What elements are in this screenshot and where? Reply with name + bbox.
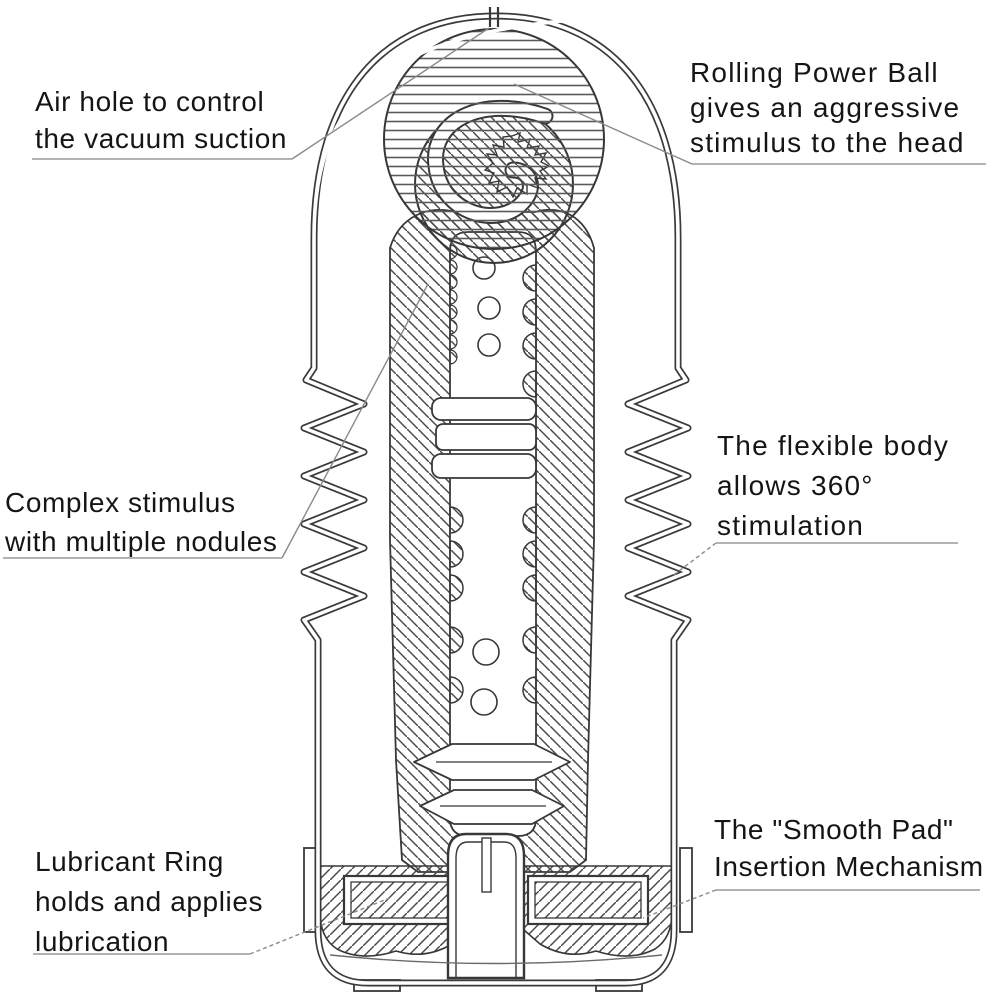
leader-flexible bbox=[670, 542, 717, 578]
leader-rolling-ball bbox=[513, 83, 693, 165]
callout-flexible-body: The flexible body allows 360° stimulatio… bbox=[717, 430, 950, 541]
channel-details bbox=[413, 244, 571, 825]
casing-core bbox=[302, 14, 690, 985]
callout-smooth-pad: The "Smooth Pad" Insertion Mechanism bbox=[714, 814, 984, 882]
lubricant-ring-left bbox=[342, 874, 466, 926]
rolling-power-ball bbox=[383, 28, 605, 250]
left-scallops bbox=[449, 244, 458, 365]
lubricant-ring-right bbox=[526, 874, 650, 926]
outer-casing bbox=[300, 7, 692, 987]
flange-discs bbox=[431, 397, 537, 479]
leader-smooth-pad bbox=[642, 889, 717, 919]
leader-lines bbox=[3, 27, 986, 955]
leader-lubricant bbox=[249, 896, 393, 955]
callout-complex-stimulus: Complex stimulus with multiple nodules bbox=[5, 487, 278, 557]
lower-holes bbox=[470, 638, 500, 716]
cone-discs bbox=[413, 743, 571, 825]
callout-air-hole: Air hole to control the vacuum suction bbox=[35, 86, 288, 154]
right-nodules-upper bbox=[522, 264, 537, 398]
base-assembly bbox=[303, 832, 693, 992]
side-clip-right bbox=[679, 847, 693, 933]
smooth-pad-channel bbox=[446, 832, 526, 980]
vacuum-holes bbox=[472, 256, 501, 357]
callout-rolling-ball: Rolling Power Ball gives an aggressive s… bbox=[690, 57, 965, 158]
mid-nodules bbox=[449, 506, 537, 704]
base-inner-bottom bbox=[329, 954, 663, 965]
pad-slit bbox=[481, 837, 492, 893]
leader-complex bbox=[281, 283, 429, 559]
side-clip-left bbox=[303, 847, 317, 933]
leader-air-hole bbox=[291, 27, 490, 160]
callout-lubricant-ring: Lubricant Ring holds and applies lubrica… bbox=[35, 846, 264, 957]
air-hole bbox=[488, 7, 500, 27]
